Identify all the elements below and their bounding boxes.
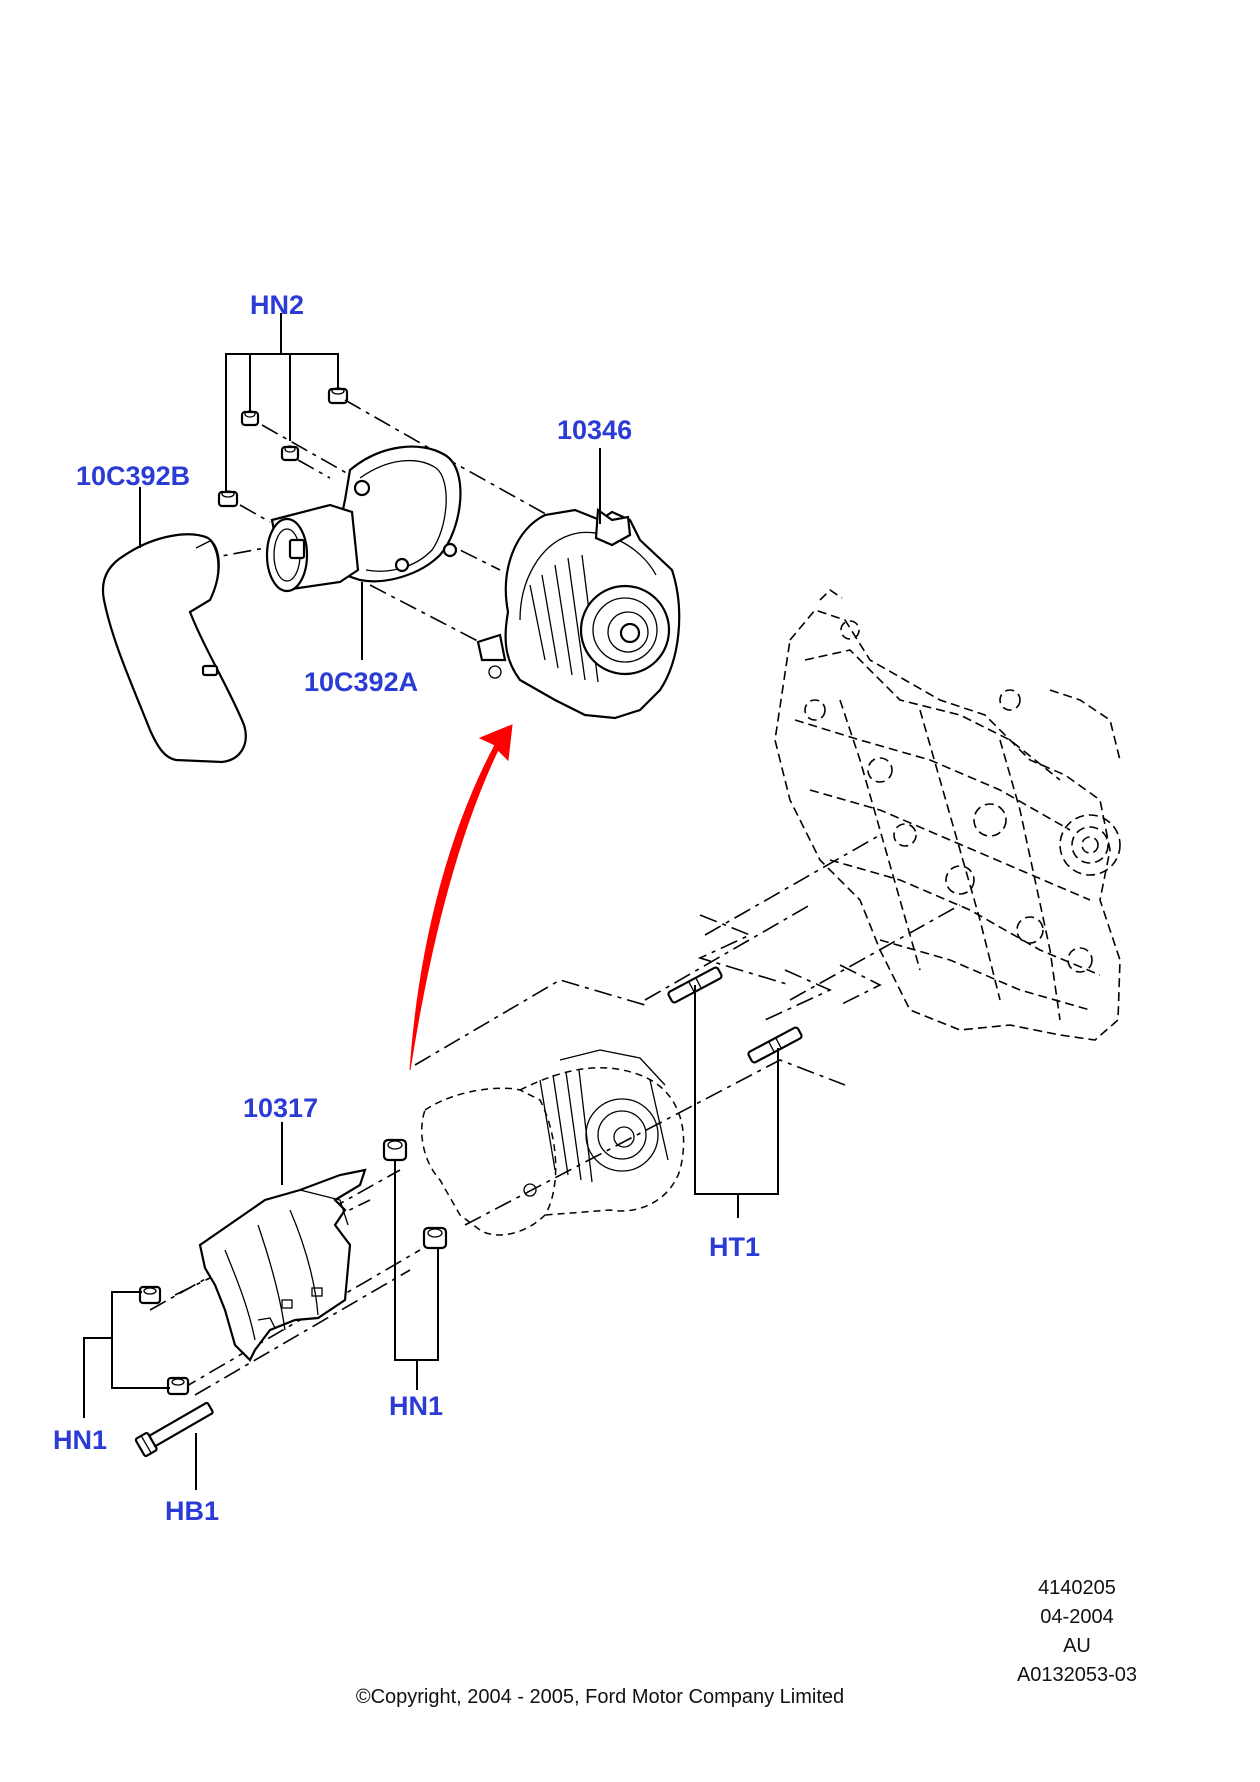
- nuts-hn1-center: [382, 1138, 448, 1250]
- hn2-leader-bracket: [225, 313, 339, 498]
- callout-hn2: HN2: [250, 290, 305, 320]
- bolt-hb1: [134, 1401, 214, 1458]
- air-duct-shroud-10c392a: [265, 445, 462, 593]
- nuts-hn1-left: [138, 1285, 190, 1396]
- copyright-notice: ©Copyright, 2004 - 2005, Ford Motor Comp…: [355, 1686, 845, 1708]
- phantom-fins: [539, 1069, 669, 1183]
- callout-10c392a: 10C392A: [304, 667, 419, 697]
- callout-10346: 10346: [557, 415, 633, 445]
- air-duct-hose-10c392b: [101, 533, 247, 764]
- diagram-code: 4140205: [1038, 1577, 1116, 1599]
- callout-hn1-center: HN1: [389, 1391, 444, 1421]
- hn1-left-leader-bracket: [83, 1291, 170, 1418]
- top-assembly-centerlines: [199, 399, 561, 651]
- hn1-center-leader-bracket: [394, 1160, 439, 1390]
- illustration-id: A0132053-03: [1016, 1664, 1138, 1686]
- callout-hb1: HB1: [165, 1496, 220, 1526]
- ht1-leader-bracket: [694, 985, 779, 1218]
- engine-block-outline: [774, 588, 1121, 1041]
- assembly-arrow: [409, 724, 513, 1071]
- callout-hn1-left: HN1: [53, 1425, 108, 1455]
- alternator-phantom: [421, 1049, 685, 1236]
- hn2-nuts: [217, 387, 349, 508]
- heat-shield-10317: [198, 1168, 367, 1362]
- callout-10c392b: 10C392B: [76, 461, 191, 491]
- alternator-10346: [476, 507, 681, 720]
- callout-10317: 10317: [243, 1093, 319, 1123]
- callout-ht1: HT1: [709, 1232, 761, 1262]
- diagram-region: AU: [1063, 1635, 1091, 1657]
- stud-bolts-ht1: [667, 966, 803, 1064]
- diagram-date: 04-2004: [1040, 1606, 1114, 1628]
